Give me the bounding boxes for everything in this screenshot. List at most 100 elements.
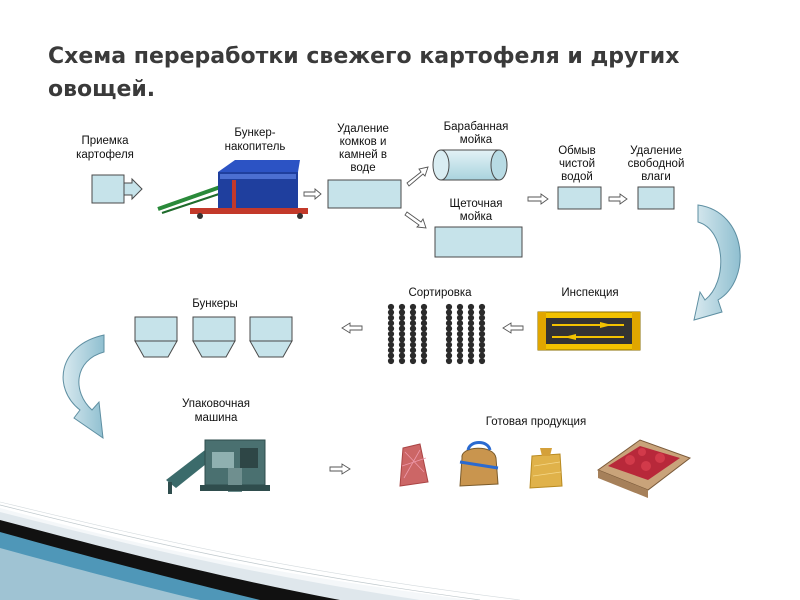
sorting-roller — [445, 309, 453, 316]
sorting-roller — [445, 341, 453, 348]
sorting-roller — [387, 330, 395, 338]
sorting-roller — [456, 309, 464, 316]
sorting-roller — [445, 320, 453, 327]
sorting-roller — [398, 314, 406, 321]
sorting-roller — [398, 341, 406, 348]
sorting-roller — [478, 325, 486, 332]
sorting-roller — [409, 303, 417, 311]
sorting-roller — [420, 325, 428, 332]
sorting-roller — [398, 320, 406, 327]
sorting-roller — [467, 357, 475, 365]
sorting-roller — [445, 325, 453, 332]
sorting-roller — [478, 341, 486, 348]
sorting-roller — [387, 320, 395, 327]
sorting-roller — [387, 314, 395, 321]
sorting-roller — [445, 336, 453, 343]
curved-flow-arrow-right — [693, 204, 741, 321]
sorting-roller — [456, 303, 464, 311]
sorting-roller — [398, 303, 406, 311]
curved-flow-arrow-left — [62, 334, 105, 440]
sorting-roller — [409, 320, 417, 327]
sorting-roller — [409, 325, 417, 332]
flow-arrow-3 — [608, 193, 628, 205]
sorting-roller — [387, 357, 395, 365]
hopper-conveyor-image — [157, 160, 308, 219]
inspection-conveyor-image — [537, 311, 641, 351]
sorting-roller — [467, 325, 475, 332]
svg-text:воде: воде — [350, 162, 375, 174]
sorting-roller — [409, 309, 417, 316]
sorting-roller — [445, 352, 453, 359]
sorting-roller — [467, 330, 475, 338]
sorting-roller — [387, 347, 395, 354]
svg-text:водой: водой — [561, 171, 593, 183]
sorting-roller — [456, 341, 464, 348]
sorting-roller — [445, 303, 453, 311]
sorting-roller — [478, 320, 486, 327]
sorting-roller — [467, 314, 475, 321]
sorting-roller — [398, 352, 406, 359]
packing-machine-label: Упаковочная машина — [182, 398, 250, 424]
sorting-roller — [445, 347, 453, 354]
sorting-roller — [409, 347, 417, 354]
sorting-roller — [387, 325, 395, 332]
sorting-roller — [409, 330, 417, 338]
sorting-roller — [467, 303, 475, 311]
sorting-roller — [456, 320, 464, 327]
sorting-roller — [409, 357, 417, 365]
svg-text:мойка: мойка — [460, 134, 493, 146]
sorting-roller — [398, 336, 406, 343]
sorting-roller — [456, 325, 464, 332]
sorting-roller — [409, 352, 417, 359]
bins-label: Бункеры — [192, 298, 238, 310]
sorting-roller — [456, 357, 464, 365]
sorting-roller — [467, 352, 475, 359]
brush-washer-box — [434, 226, 523, 258]
sorting-roller — [467, 309, 475, 316]
svg-text:Обмыв: Обмыв — [558, 145, 596, 157]
receiving-box — [91, 174, 143, 204]
sorting-roller — [478, 309, 486, 316]
finished-products-images — [399, 439, 692, 498]
sorting-roller — [398, 347, 406, 354]
sorting-roller — [467, 341, 475, 348]
stone-removal-label: Удаление комков и камней в воде — [337, 123, 389, 174]
sorting-roller — [387, 303, 395, 311]
sorting-roller — [387, 341, 395, 348]
svg-text:Удаление: Удаление — [630, 145, 682, 157]
drum-wash-label: Барабанная мойка — [444, 121, 509, 146]
sorting-roller — [387, 352, 395, 359]
sorting-roller — [445, 314, 453, 321]
sorting-roller — [387, 309, 395, 316]
sorting-roller — [420, 341, 428, 348]
svg-text:Щеточная: Щеточная — [449, 198, 502, 210]
sorting-roller — [420, 352, 428, 359]
rinse-label: Обмыв чистой водой — [558, 145, 596, 183]
flow-arrow-6 — [329, 463, 351, 475]
sorting-roller — [456, 347, 464, 354]
svg-text:свободной: свободной — [628, 158, 685, 170]
svg-text:накопитель: накопитель — [225, 141, 286, 153]
sorting-roller — [456, 330, 464, 338]
bin-2 — [192, 316, 236, 358]
sorting-roller — [420, 309, 428, 316]
svg-text:мойка: мойка — [460, 211, 493, 223]
sorting-roller — [387, 336, 395, 343]
sorting-roller — [456, 314, 464, 321]
moisture-removal-label: Удаление свободной влаги — [628, 145, 685, 183]
sorting-roller — [409, 341, 417, 348]
svg-text:Приемка: Приемка — [81, 135, 129, 147]
sorting-roller — [467, 336, 475, 343]
sorting-roller — [456, 336, 464, 343]
rinse-box — [557, 186, 602, 210]
svg-text:машина: машина — [195, 412, 238, 424]
bin-1 — [134, 316, 178, 358]
sorting-roller — [420, 320, 428, 327]
sorting-roller — [445, 357, 453, 365]
sorting-roller — [467, 320, 475, 327]
sorting-roller — [398, 357, 406, 365]
sorting-roller — [478, 336, 486, 343]
sorting-roller — [409, 314, 417, 321]
svg-text:влаги: влаги — [641, 171, 671, 183]
sorting-roller — [420, 314, 428, 321]
